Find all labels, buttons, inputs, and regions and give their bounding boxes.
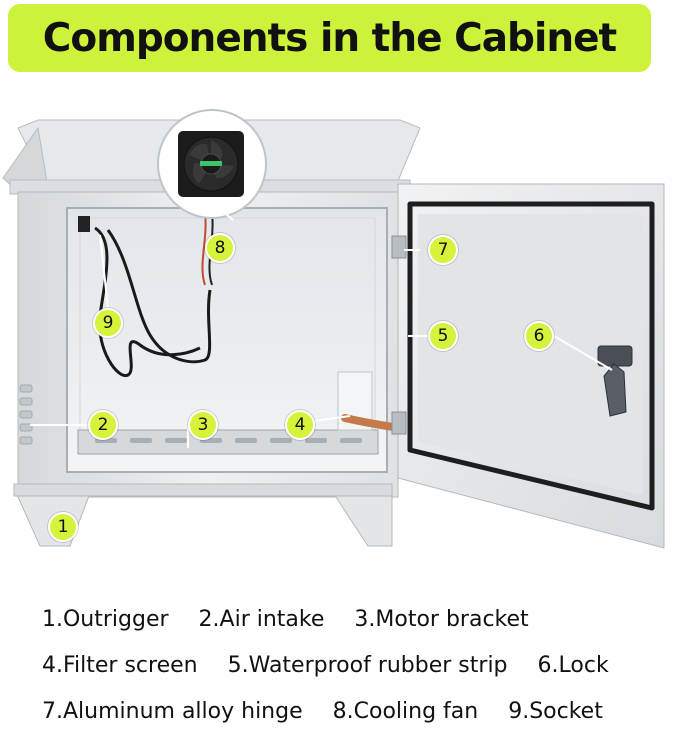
cabinet-door <box>391 183 665 549</box>
marker-2: 2 <box>88 410 118 440</box>
hinge-bottom <box>391 411 407 435</box>
page-title: Components in the Cabinet <box>42 15 617 61</box>
marker-4: 4 <box>285 410 315 440</box>
marker-8: 8 <box>205 233 235 263</box>
marker-3: 3 <box>188 410 218 440</box>
legend-item-cooling-fan: 8.Cooling fan <box>332 698 479 724</box>
air-intake-vents <box>19 384 33 445</box>
legend-item-hinge: 7.Aluminum alloy hinge <box>42 698 303 724</box>
legend-item-lock: 6.Lock <box>537 652 609 678</box>
hinge-top <box>391 235 407 259</box>
marker-9: 9 <box>93 308 123 338</box>
door-lock <box>597 345 633 417</box>
components-legend: 1.Outrigger 2.Air intake 3.Motor bracket… <box>42 596 662 734</box>
cooling-fan <box>157 109 267 219</box>
legend-item-filter-screen: 4.Filter screen <box>42 652 198 678</box>
legend-item-socket: 9.Socket <box>508 698 603 724</box>
legend-item-air-intake: 2.Air intake <box>198 606 325 632</box>
rubber-strip <box>407 201 655 511</box>
legend-item-outrigger: 1.Outrigger <box>42 606 169 632</box>
legend-row: 4.Filter screen 5.Waterproof rubber stri… <box>42 642 662 688</box>
motor-bracket <box>77 429 379 455</box>
outrigger-right <box>329 487 393 547</box>
socket <box>78 216 90 232</box>
legend-item-rubber-strip: 5.Waterproof rubber strip <box>227 652 508 678</box>
marker-1: 1 <box>48 512 78 542</box>
marker-5: 5 <box>428 321 458 351</box>
legend-item-motor-bracket: 3.Motor bracket <box>354 606 529 632</box>
marker-6: 6 <box>524 321 554 351</box>
title-banner: Components in the Cabinet <box>8 4 651 72</box>
legend-row: 7.Aluminum alloy hinge 8.Cooling fan 9.S… <box>42 688 662 734</box>
marker-7: 7 <box>428 235 458 265</box>
legend-row: 1.Outrigger 2.Air intake 3.Motor bracket <box>42 596 662 642</box>
